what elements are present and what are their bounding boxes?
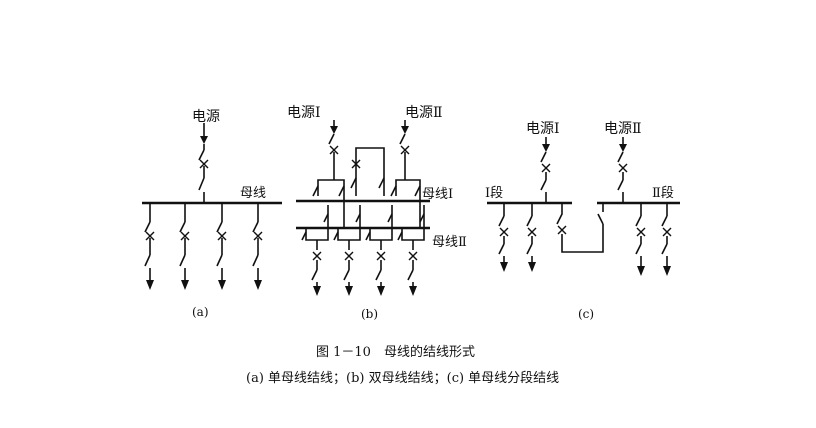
diagram-c-feeder	[498, 203, 509, 272]
diagram-a-feeder	[252, 203, 263, 290]
figure-title: 图 1－10 母线的结线形式	[316, 344, 475, 360]
diagram-a-feeder	[179, 203, 190, 290]
diagram-b-feeder	[301, 205, 329, 296]
diagram-c: 电源Ⅰ 电源Ⅱ Ⅰ段 Ⅱ段	[485, 121, 680, 321]
diagram-b: 电源Ⅰ 电源Ⅱ 母线Ⅰ 母线Ⅱ	[287, 105, 467, 321]
diagram-c-feeder	[526, 203, 537, 272]
diagram-a-bus-label: 母线	[240, 186, 266, 201]
diagram-a-feeder	[216, 203, 227, 290]
diagram-c-panel-label: (c)	[578, 307, 594, 321]
figure-subtitle: (a) 单母线结线；(b) 双母线结线；(c) 单母线分段结线	[246, 371, 559, 386]
diagram-c-source2-label: 电源Ⅱ	[604, 121, 642, 137]
diagram-b-source1-label: 电源Ⅰ	[287, 105, 321, 121]
diagram-b-bus1-label: 母线Ⅰ	[422, 187, 453, 202]
diagram-a-panel-label: (a)	[192, 305, 209, 319]
diagram-c-section2-label: Ⅱ段	[652, 186, 674, 201]
diagram-b-feeder	[397, 205, 425, 296]
diagram-c-section1-label: Ⅰ段	[485, 186, 503, 201]
diagram-b-source2-label: 电源Ⅱ	[405, 105, 443, 121]
diagram-b-panel-label: (b)	[361, 307, 378, 321]
diagram-a: 电源 母线	[142, 109, 282, 319]
diagram-b-feeder	[365, 205, 393, 296]
diagram-c-source1-label: 电源Ⅰ	[526, 121, 560, 137]
diagram-b-bus2-label: 母线Ⅱ	[432, 235, 467, 250]
diagram-a-source-label: 电源	[192, 109, 220, 125]
diagram-c-feeder	[661, 203, 672, 276]
diagram-c-feeder	[635, 203, 646, 276]
diagram-b-feeder	[333, 205, 361, 296]
diagram-a-feeder	[144, 203, 155, 290]
